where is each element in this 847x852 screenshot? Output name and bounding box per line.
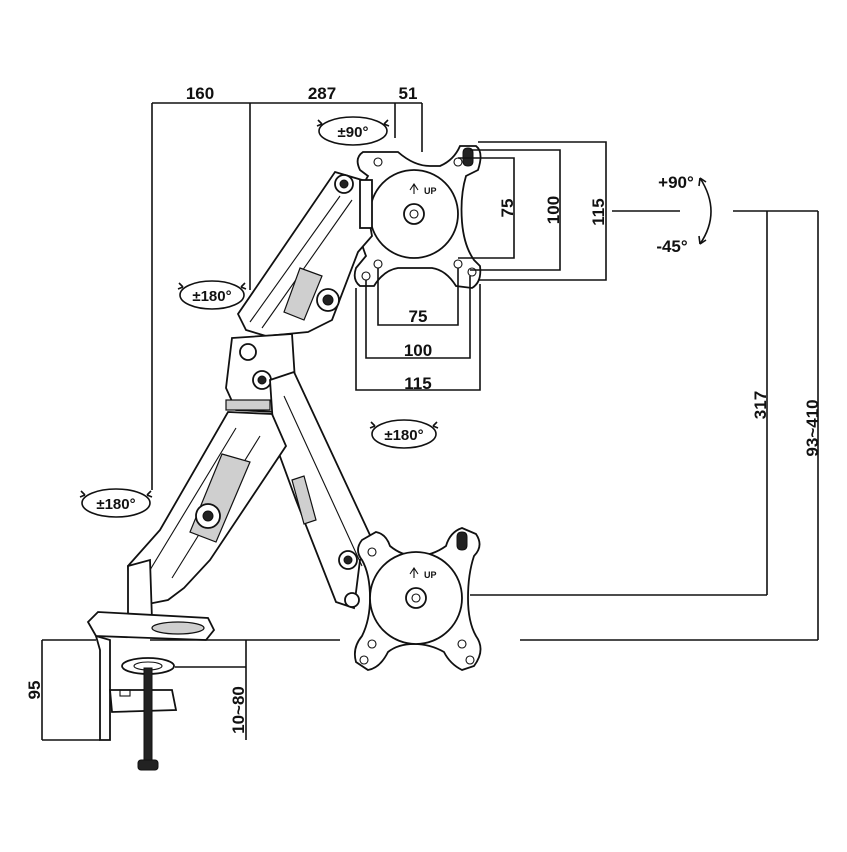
pole-and-clamp — [86, 558, 216, 771]
height-dimension-lines — [470, 210, 819, 641]
dim-label-317: 317 — [751, 391, 770, 419]
rotation-head-icon: ±90° — [316, 116, 390, 146]
vesa-vertical-100: 100 — [544, 196, 563, 224]
top-dimension-lines — [151, 102, 423, 490]
clamp-dimension-lines — [41, 639, 340, 741]
dim-label-93-410: 93~410 — [803, 399, 822, 456]
dim-label-160: 160 — [186, 84, 214, 103]
rotation-base-icon: ±180° — [79, 488, 153, 518]
vesa-vertical-75: 75 — [498, 199, 517, 218]
tilt-arc-icon — [698, 177, 712, 245]
dim-label-10-80: 10~80 — [229, 686, 248, 734]
vesa-plate-bottom: UP — [353, 527, 482, 671]
rotation-label-head: ±90° — [338, 124, 369, 141]
vesa-vertical-115: 115 — [589, 198, 608, 225]
vesa-horizontal-115: 115 — [404, 374, 431, 393]
tilt-label-down: -45° — [656, 237, 688, 256]
dim-label-287: 287 — [308, 84, 336, 103]
rotation-upper-arm-icon: ±180° — [177, 280, 247, 310]
lower-arm — [269, 370, 378, 610]
rotation-lower-arm-icon: ±180° — [369, 419, 439, 449]
vesa-vertical-dimension-lines — [458, 141, 607, 281]
rotation-label-upper-arm: ±180° — [192, 288, 231, 305]
vesa-horizontal-75: 75 — [409, 307, 428, 326]
dim-label-51: 51 — [399, 84, 418, 103]
vesa-plate-top: UP — [353, 145, 482, 289]
up-marking-top: UP — [424, 186, 437, 196]
tilt-label-up: +90° — [658, 173, 694, 192]
vesa-horizontal-100: 100 — [404, 341, 432, 360]
vesa-horizontal-dimension-lines — [355, 268, 481, 391]
dim-label-95: 95 — [25, 681, 44, 700]
rotation-label-base: ±180° — [96, 496, 135, 513]
rotation-label-lower-arm: ±180° — [384, 427, 423, 444]
up-marking-bottom: UP — [424, 570, 437, 580]
upper-arm — [236, 170, 373, 337]
base-arm — [127, 411, 288, 605]
